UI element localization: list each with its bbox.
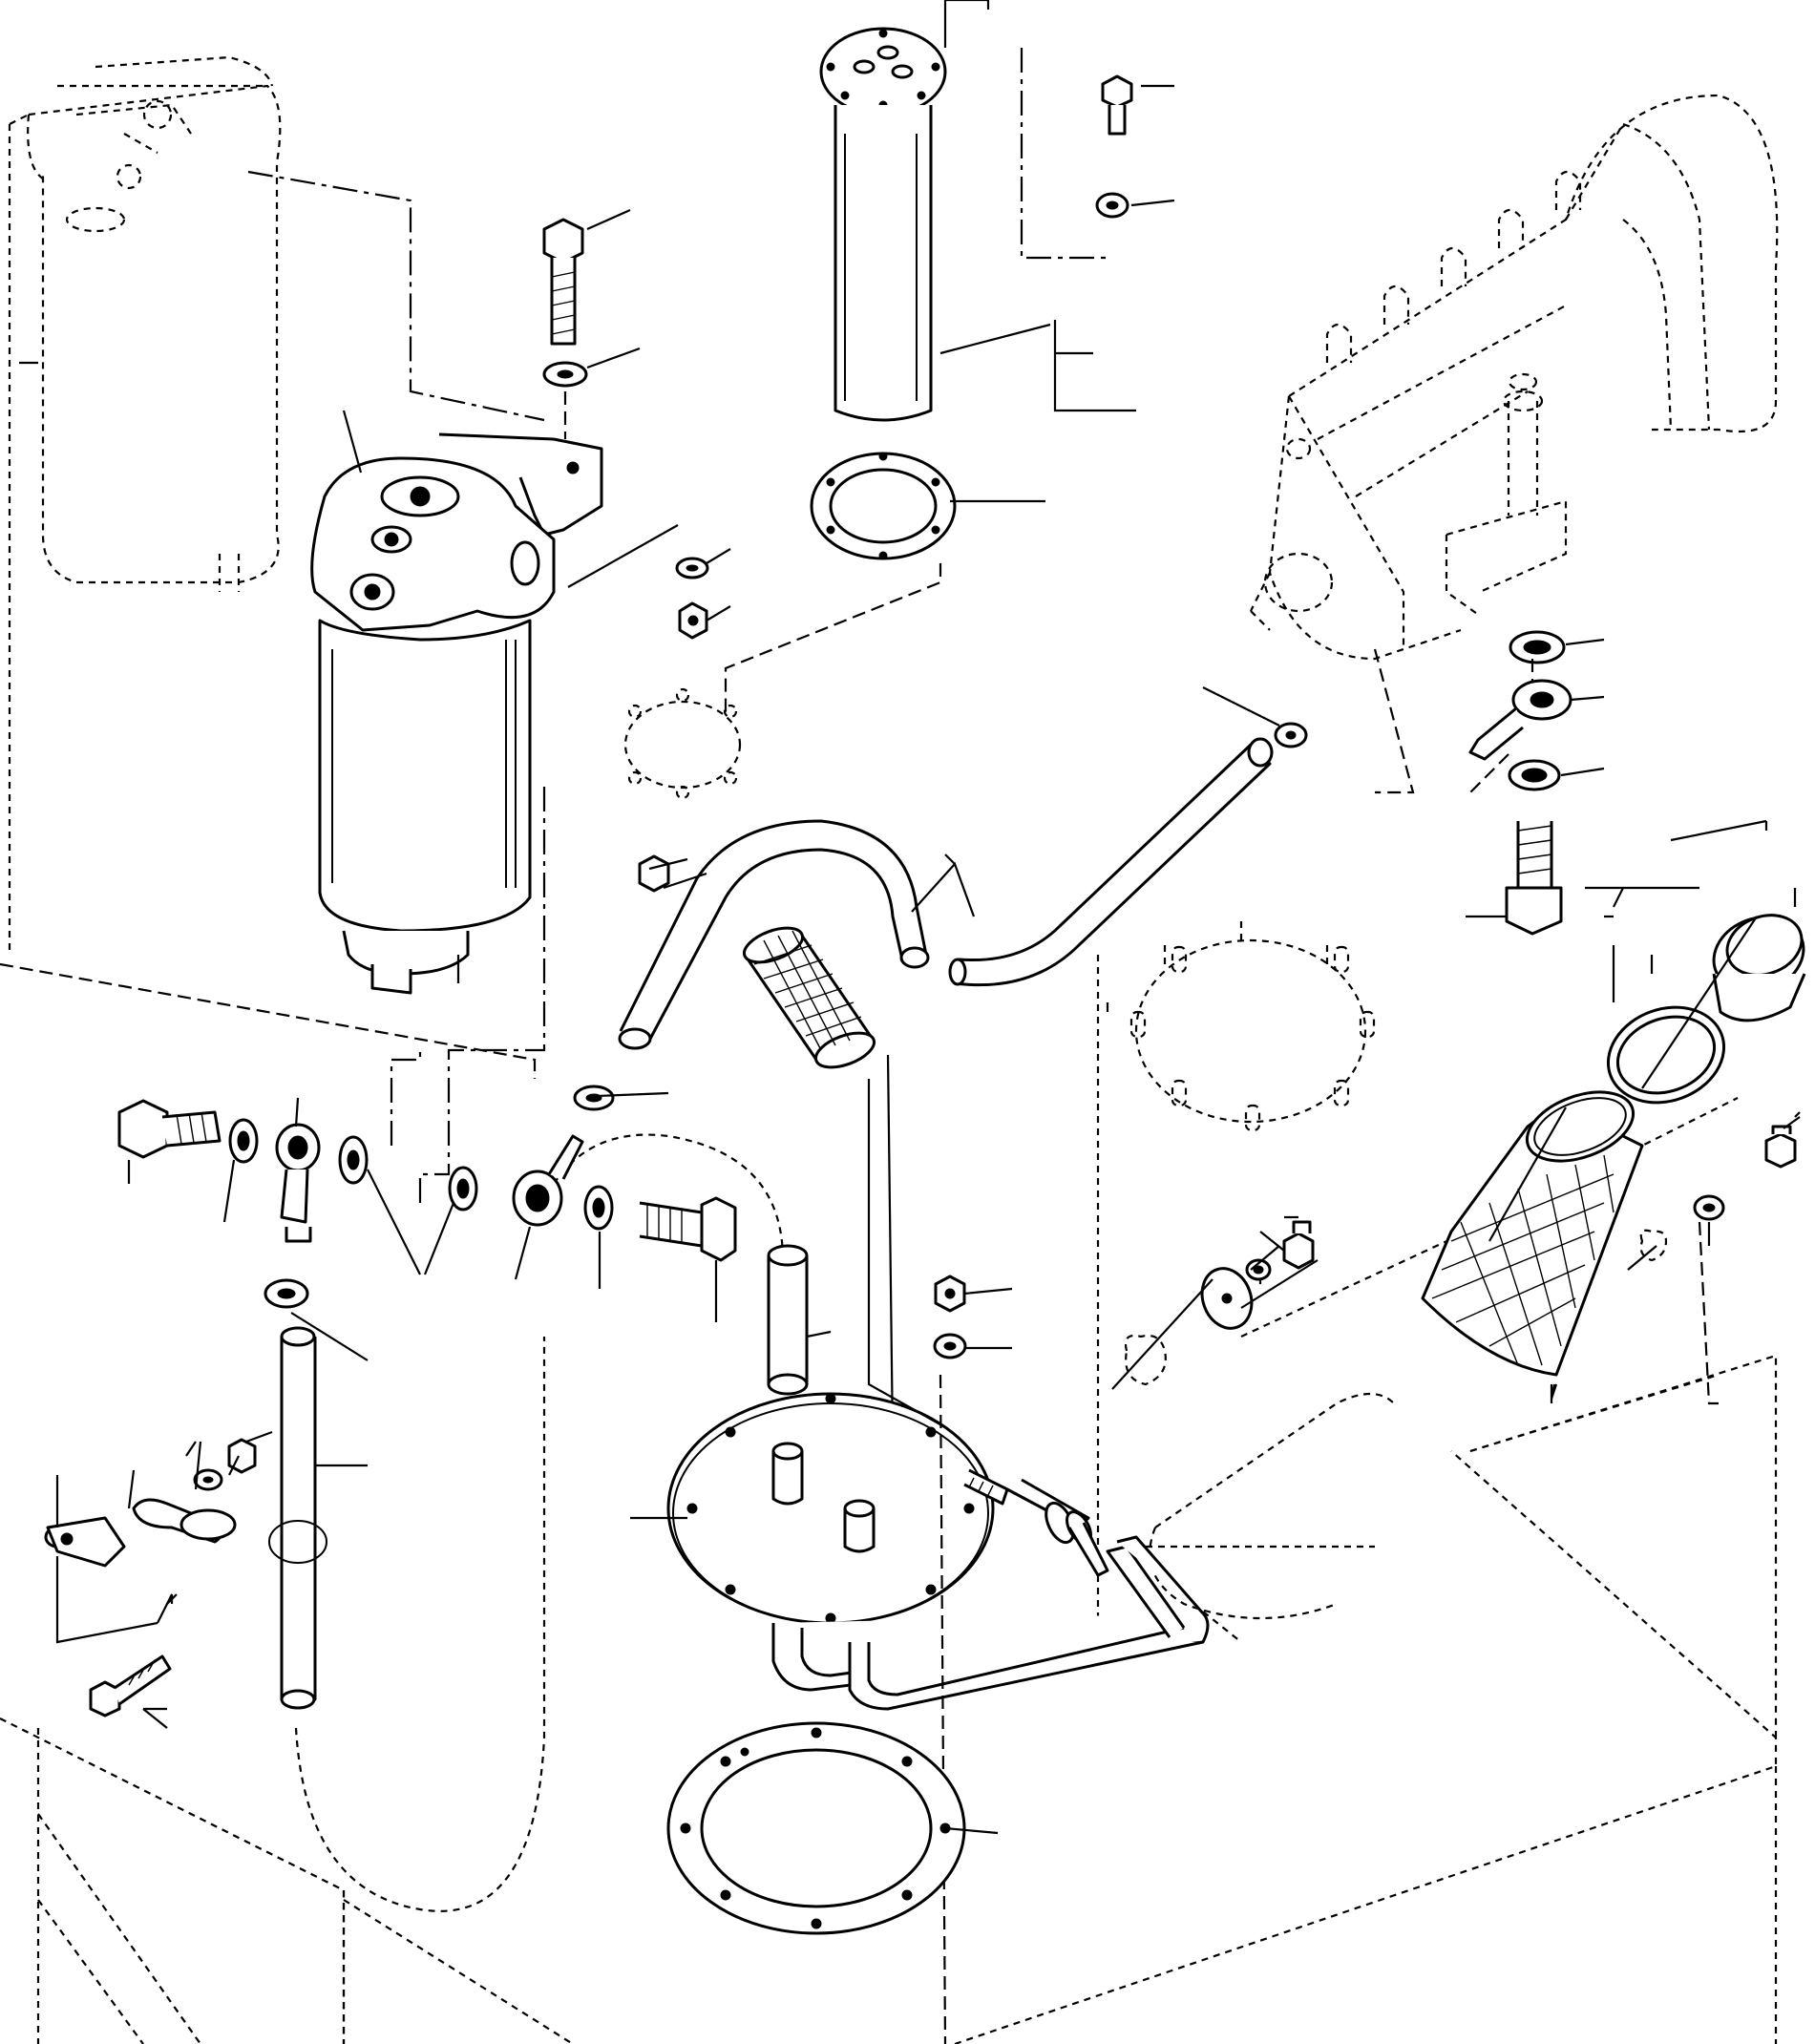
fuel-hoses — [268, 722, 1308, 1710]
tank-cover-plate — [666, 1374, 1210, 2044]
banjo-fittings — [117, 630, 1572, 1262]
sender-gasket — [623, 452, 957, 800]
bolts-washers-nuts — [89, 74, 1133, 1717]
callout-leaders — [19, 84, 1801, 1835]
injection-pump-phantom — [1250, 94, 1779, 794]
fuel-filter-assembly — [310, 432, 603, 995]
phantom-gasket-ring — [1129, 921, 1376, 1132]
fuel-filter-phantom — [8, 55, 545, 955]
cover-gasket — [666, 1721, 966, 1935]
strainer-assembly — [1124, 914, 1806, 1405]
fuel-sender-unit — [819, 0, 1108, 422]
fuel-tank-phantom — [0, 955, 1778, 2044]
hose-clamps — [44, 1085, 615, 1568]
